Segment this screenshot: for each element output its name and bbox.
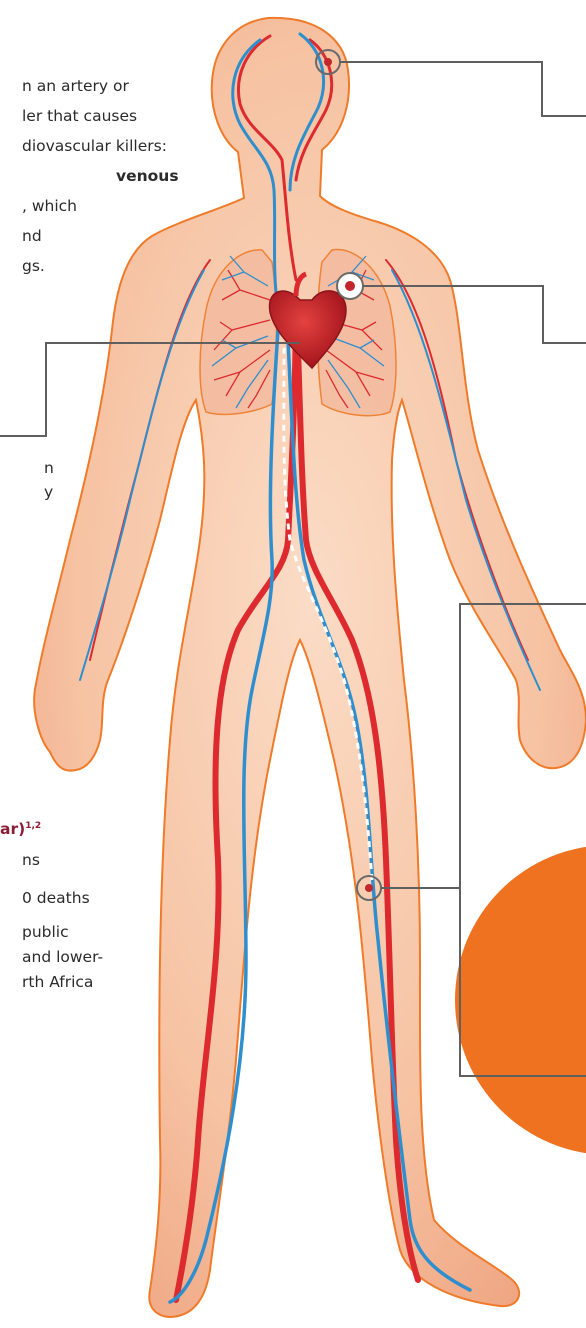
stats-heading-refs: 1,2 — [25, 821, 41, 831]
intro-line-4: venous — [116, 165, 179, 187]
clot-icon-lung — [337, 273, 363, 299]
left-fragment-line-2: y — [44, 481, 53, 503]
stats-line-2: 0 deaths — [22, 887, 90, 909]
orange-decorative-disc — [455, 845, 586, 1155]
stats-line-1: ns — [22, 849, 40, 871]
left-fragment-line-1: n — [44, 457, 54, 479]
body-silhouette — [34, 18, 586, 1317]
stats-heading-text: ar) — [0, 820, 25, 838]
intro-line-3: diovascular killers: — [22, 135, 167, 157]
stats-line-3: public — [22, 921, 69, 943]
leader-line-brain — [340, 62, 586, 116]
intro-line-7: gs. — [22, 255, 45, 277]
stats-line-5: rth Africa — [22, 971, 93, 993]
intro-line-6: nd — [22, 225, 42, 247]
intro-line-5: , which — [22, 195, 77, 217]
stats-heading: ar)1,2 — [0, 818, 41, 840]
intro-line-1: n an artery or — [22, 75, 129, 97]
intro-line-2: ler that causes — [22, 105, 137, 127]
stats-line-4: and lower- — [22, 946, 103, 968]
